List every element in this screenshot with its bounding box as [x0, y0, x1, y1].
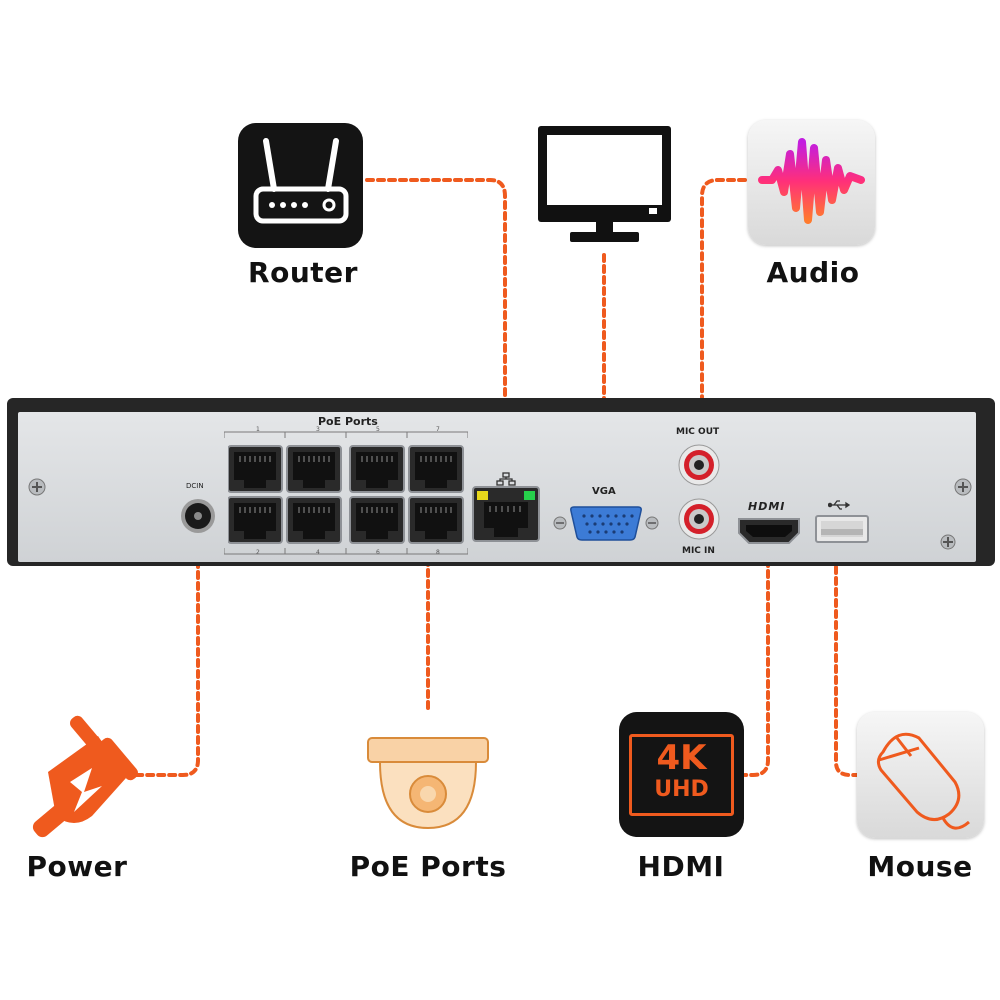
router-connector-line	[365, 178, 507, 472]
poe-ports-title: PoE Ports	[318, 415, 378, 428]
hdmi-label: HDMI	[637, 850, 725, 883]
port-number-3: 3	[316, 426, 320, 433]
port-number-7: 7	[436, 426, 440, 433]
usb-port	[815, 515, 869, 543]
network-icon	[496, 472, 516, 486]
port-number-4: 4	[316, 549, 320, 556]
screw-bottom-right-icon	[940, 534, 956, 550]
hdmi-4k-tile: 4K UHD	[619, 712, 744, 837]
vga-label: VGA	[592, 486, 616, 497]
poe-port-3	[286, 445, 342, 493]
port-number-6: 6	[376, 549, 380, 556]
mic-in-jack	[678, 498, 720, 540]
mouse-tile	[857, 712, 984, 838]
hdmi-4k-frame	[629, 734, 734, 816]
router-icon	[253, 138, 349, 224]
badge-uhd: UHD	[654, 777, 709, 802]
hdmi-port	[738, 518, 800, 544]
screw-right-icon	[954, 478, 972, 496]
dcin-label: DCIN	[186, 482, 204, 490]
poe-port-6	[349, 496, 405, 544]
mic-out-label: MIC OUT	[676, 427, 720, 437]
poe-port-1	[228, 445, 283, 493]
audio-tile	[748, 120, 875, 245]
dome-camera-icon	[367, 737, 489, 830]
poe-port-5	[349, 445, 405, 493]
power-label: Power	[26, 850, 128, 883]
port-number-8: 8	[436, 549, 440, 556]
audio-label: Audio	[766, 256, 860, 289]
poe-port-8	[408, 496, 464, 544]
router-label: Router	[248, 256, 358, 289]
soundwave-icon	[758, 138, 865, 224]
poe-label: PoE Ports	[349, 850, 507, 883]
mic-in-label: MIC IN	[682, 546, 715, 556]
port-number-2: 2	[256, 549, 260, 556]
mouse-connector-line	[834, 543, 859, 777]
mic-out-jack	[678, 444, 720, 486]
rj45-port-grid	[228, 445, 464, 544]
badge-4k: 4K	[656, 738, 707, 778]
poe-port-4	[286, 496, 342, 544]
mouse-label: Mouse	[867, 850, 973, 883]
lan-port	[472, 486, 540, 542]
router-tile	[238, 123, 363, 248]
power-plug-icon	[32, 715, 138, 838]
monitor-icon	[538, 126, 671, 242]
power-connector-line	[133, 548, 200, 777]
poe-port-bracket	[224, 431, 468, 555]
port-number-5: 5	[376, 426, 380, 433]
mouse-icon	[876, 732, 970, 830]
audio-connector-line	[700, 178, 747, 430]
port-number-1: 1	[256, 426, 260, 433]
hdmi-logo: HDMI	[748, 500, 786, 513]
poe-port-2	[228, 496, 283, 544]
hdmi-connector-line	[743, 558, 770, 777]
screw-left-icon	[28, 478, 46, 496]
dc-power-jack	[181, 499, 215, 533]
usb-icon	[828, 500, 850, 510]
poe-port-7	[408, 445, 464, 493]
vga-port	[553, 506, 659, 541]
